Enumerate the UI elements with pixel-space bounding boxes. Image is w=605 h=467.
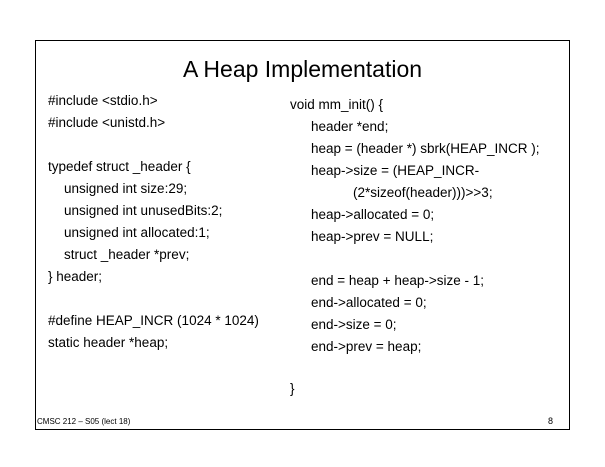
code-line: } header; bbox=[48, 269, 103, 284]
code-line: unsigned int allocated:1; bbox=[64, 225, 210, 240]
code-line: header *end; bbox=[311, 119, 389, 134]
code-line: end->prev = heap; bbox=[311, 339, 422, 354]
code-line: } bbox=[290, 381, 295, 396]
slide-frame bbox=[35, 40, 570, 430]
code-line: static header *heap; bbox=[48, 335, 169, 350]
code-line: #define HEAP_INCR (1024 * 1024) bbox=[48, 313, 259, 328]
code-line: heap->prev = NULL; bbox=[311, 229, 434, 244]
code-line: #include <unistd.h> bbox=[48, 115, 166, 130]
page-number: 8 bbox=[548, 416, 554, 426]
slide-title: A Heap Implementation bbox=[182, 56, 423, 82]
code-line: unsigned int size:29; bbox=[64, 181, 188, 196]
footer-course: CMSC 212 – S05 (lect 18) bbox=[37, 417, 131, 426]
code-line: heap = (header *) sbrk(HEAP_INCR ); bbox=[311, 141, 540, 156]
code-line: #include <stdio.h> bbox=[48, 93, 158, 108]
code-line: end = heap + heap->size - 1; bbox=[311, 273, 485, 288]
code-line: void mm_init() { bbox=[290, 97, 384, 112]
code-line: end->size = 0; bbox=[311, 317, 397, 332]
code-line: struct _header *prev; bbox=[64, 247, 190, 262]
code-line: heap->size = (HEAP_INCR- bbox=[311, 163, 480, 178]
code-line: typedef struct _header { bbox=[48, 159, 191, 174]
code-line: unsigned int unusedBits:2; bbox=[64, 203, 223, 218]
code-line: end->allocated = 0; bbox=[311, 295, 427, 310]
code-line: heap->allocated = 0; bbox=[311, 207, 435, 222]
code-line: (2*sizeof(header)))>>3; bbox=[353, 185, 493, 200]
